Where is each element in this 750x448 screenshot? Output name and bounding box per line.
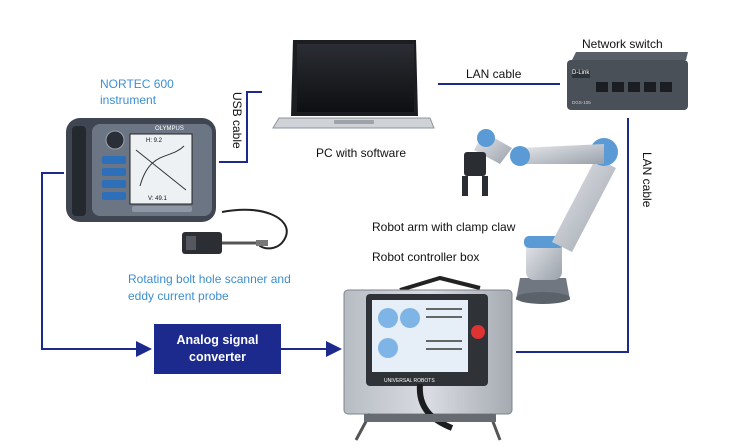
nortec-label-line2: instrument [100, 93, 157, 107]
scanner-label-line2: eddy current probe [128, 289, 229, 303]
lan-cable-top-label: LAN cable [466, 67, 522, 81]
network-switch-image: D-Link DGS-105 [567, 52, 688, 110]
screen-reading-top: H: 9.2 [146, 138, 163, 144]
usb-cable-label: USB cable [230, 92, 244, 149]
nortec-instrument-image: OLYMPUS H: 9.2 V: 49.1 [66, 118, 216, 222]
network-switch-label: Network switch [582, 37, 663, 51]
analog-signal-converter-box: Analog signal converter [154, 324, 281, 374]
robot-controller-image: UNIVERSAL ROBOTS [343, 275, 513, 441]
converter-label-line2: converter [189, 350, 246, 364]
usb-cable-line [219, 91, 262, 163]
robot-arm-image [462, 129, 618, 304]
lan-cable-right-label: LAN cable [640, 152, 654, 208]
converter-label-line1: Analog signal [176, 333, 259, 347]
lan-cable-right-line [516, 118, 629, 353]
connector-lines [41, 83, 629, 357]
nortec-to-converter-line [41, 172, 152, 357]
robot-arm-label: Robot arm with clamp claw [372, 220, 516, 234]
pc-with-software-label: PC with software [316, 146, 407, 160]
screen-reading-bottom: V: 49.1 [148, 196, 167, 202]
scanner-probe-image [182, 208, 288, 254]
laptop-image [272, 40, 435, 129]
switch-model-text: DGS-105 [572, 100, 591, 105]
controller-brand-text: UNIVERSAL ROBOTS [384, 378, 435, 384]
scanner-label-line1: Rotating bolt hole scanner and [128, 272, 291, 286]
nortec-label-line1: NORTEC 600 [100, 77, 174, 91]
switch-brand-text: D-Link [572, 70, 590, 76]
olympus-brand-text: OLYMPUS [155, 126, 184, 132]
robot-controller-label: Robot controller box [372, 250, 480, 264]
